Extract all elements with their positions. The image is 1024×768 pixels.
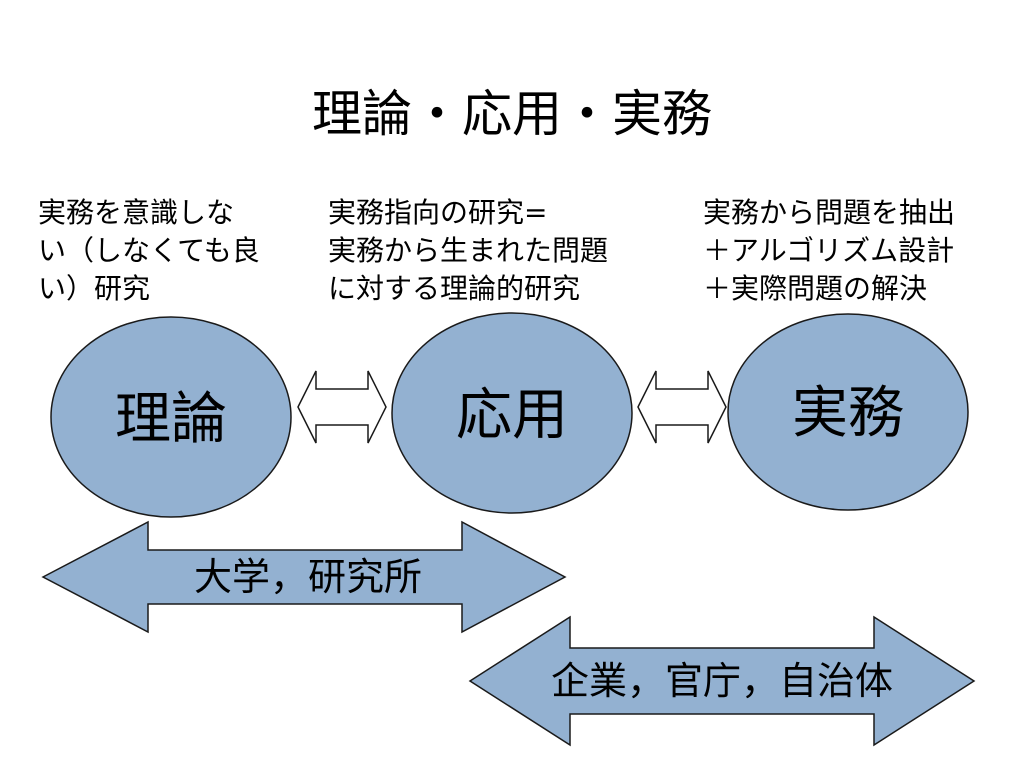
practice-description: 実務から問題を抽出 ＋アルゴリズム設計 ＋実際問題の解決 (703, 194, 955, 308)
theory-description-line: い）研究 (38, 272, 151, 305)
applied-practice-double-arrow (637, 370, 727, 444)
practice-circle-label: 実務 (792, 381, 904, 446)
industry-double-arrow (468, 615, 976, 747)
slide-title: 理論・応用・実務 (312, 85, 712, 143)
applied-circle (391, 312, 633, 514)
industry-arrow-label: 企業，官庁，自治体 (551, 659, 893, 703)
practice-description-line: 実務から問題を抽出 (703, 196, 956, 229)
practice-circle (727, 313, 969, 511)
theory-circle (50, 316, 292, 518)
applied-description: 実務指向の研究= 実務から生まれた問題 に対する理論的研究 (328, 194, 608, 308)
theory-description: 実務を意識しな い（しなくても良 い）研究 (38, 194, 260, 308)
applied-description-line: に対する理論的研究 (328, 272, 581, 305)
practice-description-line: ＋実際問題の解決 (703, 272, 928, 305)
academia-double-arrow (41, 520, 567, 634)
practice-description-line: ＋アルゴリズム設計 (703, 234, 955, 267)
theory-description-line: 実務を意識しな (38, 196, 235, 229)
theory-applied-double-arrow (297, 370, 387, 444)
applied-circle-label: 応用 (456, 383, 568, 448)
academia-arrow-label: 大学，研究所 (194, 555, 422, 599)
applied-description-line: 実務から生まれた問題 (328, 234, 609, 267)
theory-description-line: い（しなくても良 (38, 234, 260, 267)
applied-description-line: 実務指向の研究= (328, 196, 548, 229)
theory-circle-label: 理論 (115, 387, 227, 452)
